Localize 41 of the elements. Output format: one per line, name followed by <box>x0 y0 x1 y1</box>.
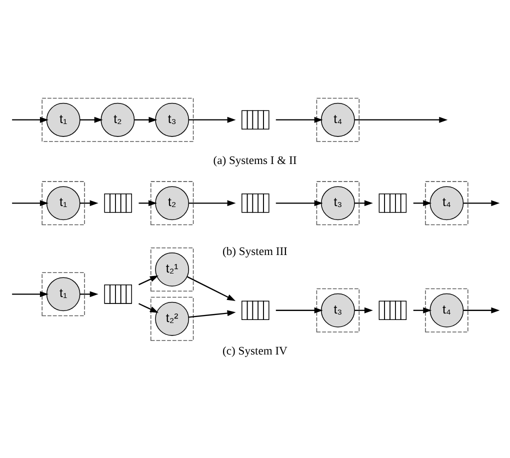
arrow <box>80 200 98 206</box>
node-circle: t₃ <box>320 186 355 220</box>
node-circle: t₂ <box>155 186 190 220</box>
label: (c) System IV <box>222 344 288 358</box>
arrow <box>80 116 103 123</box>
node-circle: t₂ <box>100 102 135 137</box>
arrow <box>188 200 236 206</box>
label: (a) Systems I & II <box>213 154 297 168</box>
arrow <box>463 307 500 314</box>
node-circle: t₄ <box>430 186 464 220</box>
node-circle: t₃ <box>155 102 190 137</box>
arrow <box>354 116 448 123</box>
node-circle: t₂¹ <box>155 252 190 286</box>
arrow <box>276 116 323 123</box>
arrow <box>354 307 373 314</box>
arrow <box>138 275 158 286</box>
node-circle: t₄ <box>430 293 464 328</box>
arrow <box>12 291 48 298</box>
arrow <box>276 307 323 314</box>
arrow <box>354 200 373 206</box>
node-circle: t₂² <box>155 302 190 336</box>
arrow <box>413 200 432 206</box>
arrow <box>134 116 158 123</box>
arrow <box>413 307 432 314</box>
node-circle: t₁ <box>46 102 80 137</box>
node-circle: t₄ <box>320 102 355 137</box>
arrow <box>138 303 158 313</box>
label: (b) System III <box>222 245 288 258</box>
cluster <box>42 98 194 142</box>
arrow <box>188 310 236 318</box>
node-circle: t₁ <box>46 277 80 312</box>
arrow <box>12 200 48 206</box>
arrow <box>276 200 323 206</box>
arrow <box>188 116 236 123</box>
node-circle: t₃ <box>320 293 355 328</box>
arrow <box>12 116 48 123</box>
arrow <box>80 291 98 298</box>
arrow <box>463 200 500 206</box>
arrow <box>138 200 158 206</box>
arrow <box>187 276 236 301</box>
node-circle: t₁ <box>46 186 80 220</box>
